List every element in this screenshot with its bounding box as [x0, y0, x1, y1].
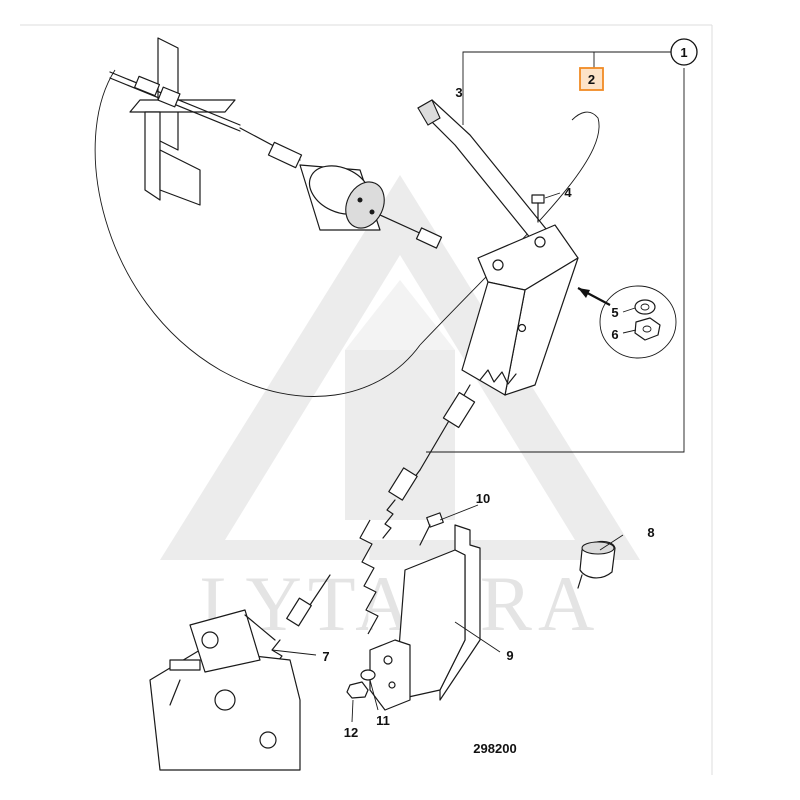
callout-11: 11: [376, 713, 390, 728]
pump-link: [244, 614, 276, 641]
injection-pump: [149, 609, 301, 771]
stop-bracket-foot: [159, 149, 201, 206]
pump-stud: [169, 679, 181, 706]
leader-8: [599, 534, 624, 551]
pump-lever: [169, 659, 201, 671]
assembly-bracket: [426, 51, 685, 453]
cable-thread: [382, 499, 396, 539]
stop-bracket-plate: [129, 99, 236, 113]
pump-port-2: [259, 731, 277, 749]
leader-5: [622, 307, 636, 313]
callout-4: 4: [564, 185, 572, 200]
solenoid-bolt-2: [369, 209, 375, 215]
stop-cable-fitting: [267, 141, 303, 169]
leader-12: [351, 699, 354, 723]
leader-4: [544, 192, 561, 199]
cable-adjuster: [388, 467, 418, 501]
drawing-reference-number: 298200: [473, 741, 516, 756]
nut-12: [346, 681, 369, 699]
callout-6: 6: [611, 327, 618, 342]
washer-nut-detail: [599, 285, 677, 359]
callout-3: 3: [455, 85, 462, 100]
bracket-9-tab: [369, 639, 411, 711]
accelerator-pedal-arm: [417, 99, 556, 251]
callout-8: 8: [647, 525, 654, 540]
washer-5-hole: [640, 303, 650, 311]
cable-upper-ferrule: [442, 391, 476, 429]
watermark-center-peak: [345, 280, 455, 350]
callout-labels: 1 2 3 4 5 6 7 8 9 10 11 12 298200: [322, 38, 698, 756]
callout-7: 7: [322, 649, 329, 664]
stop-cap-rim: [581, 541, 615, 555]
bolt-4-head: [531, 194, 545, 204]
bracket-9-hole: [383, 655, 393, 665]
pump-port: [214, 689, 236, 711]
pump-lever-pivot: [201, 631, 219, 649]
callout-2[interactable]: 2: [588, 72, 595, 87]
pedal-tip: [417, 99, 441, 126]
leader-10: [439, 504, 479, 521]
pedal-stop-cap: [577, 540, 616, 589]
throttle-cable: [271, 384, 476, 673]
cable-lower-ferrule: [286, 597, 312, 627]
stop-cable-nut: [133, 75, 161, 97]
cable-bellows: [359, 519, 379, 635]
watermark: LYTAGRA: [160, 175, 640, 647]
leader-6: [622, 329, 637, 334]
pedal-return-spring: [479, 369, 517, 385]
pedal-housing-front: [461, 281, 526, 396]
stop-cap-pin: [577, 574, 583, 589]
leader-11: [369, 679, 379, 711]
solenoid-flange: [345, 181, 385, 229]
solenoid-end-fitting: [415, 227, 443, 249]
detail-circle-5-6: [599, 285, 677, 359]
detail-bubble: [94, 37, 600, 397]
nut-6-hole: [642, 325, 652, 333]
cable-mounting-bracket: [346, 512, 481, 711]
leader-9: [454, 621, 501, 653]
solenoid-bolt: [357, 197, 363, 203]
bolt-10-shank: [419, 524, 431, 546]
pump-governor-cover: [189, 609, 261, 673]
stop-cable-nut-2: [157, 86, 181, 108]
callout-2-highlight[interactable]: [579, 67, 604, 91]
leader-7: [271, 649, 317, 656]
nut-6: [634, 317, 661, 341]
callout-9: 9: [506, 648, 513, 663]
washer-5: [634, 299, 656, 315]
pedal-pivot-hole: [517, 323, 527, 333]
leader-lines: [271, 192, 637, 723]
callout-12: 12: [344, 725, 358, 740]
callout-5: 5: [611, 305, 618, 320]
bracket-right-line: [426, 68, 685, 453]
pedal-assembly: [417, 99, 611, 396]
callout-1: 1: [680, 45, 687, 60]
stop-bracket-leg: [144, 111, 161, 201]
leader-5-6-arrow: [578, 288, 590, 298]
detail-bubble-leader: [419, 111, 600, 346]
pedal-mount-hole-2: [534, 236, 546, 248]
bolt-4: [531, 194, 545, 223]
bracket-top-line: [462, 51, 684, 125]
bracket-9-hole-2: [388, 681, 396, 689]
watermark-center-block: [345, 350, 455, 520]
pedal-mount-hole: [492, 259, 504, 271]
detail-bubble-outline: [94, 69, 421, 397]
bolt-10-head: [426, 512, 444, 528]
callout-1-circle: [670, 38, 698, 66]
callout-10: 10: [476, 491, 490, 506]
washer-11: [360, 669, 376, 681]
